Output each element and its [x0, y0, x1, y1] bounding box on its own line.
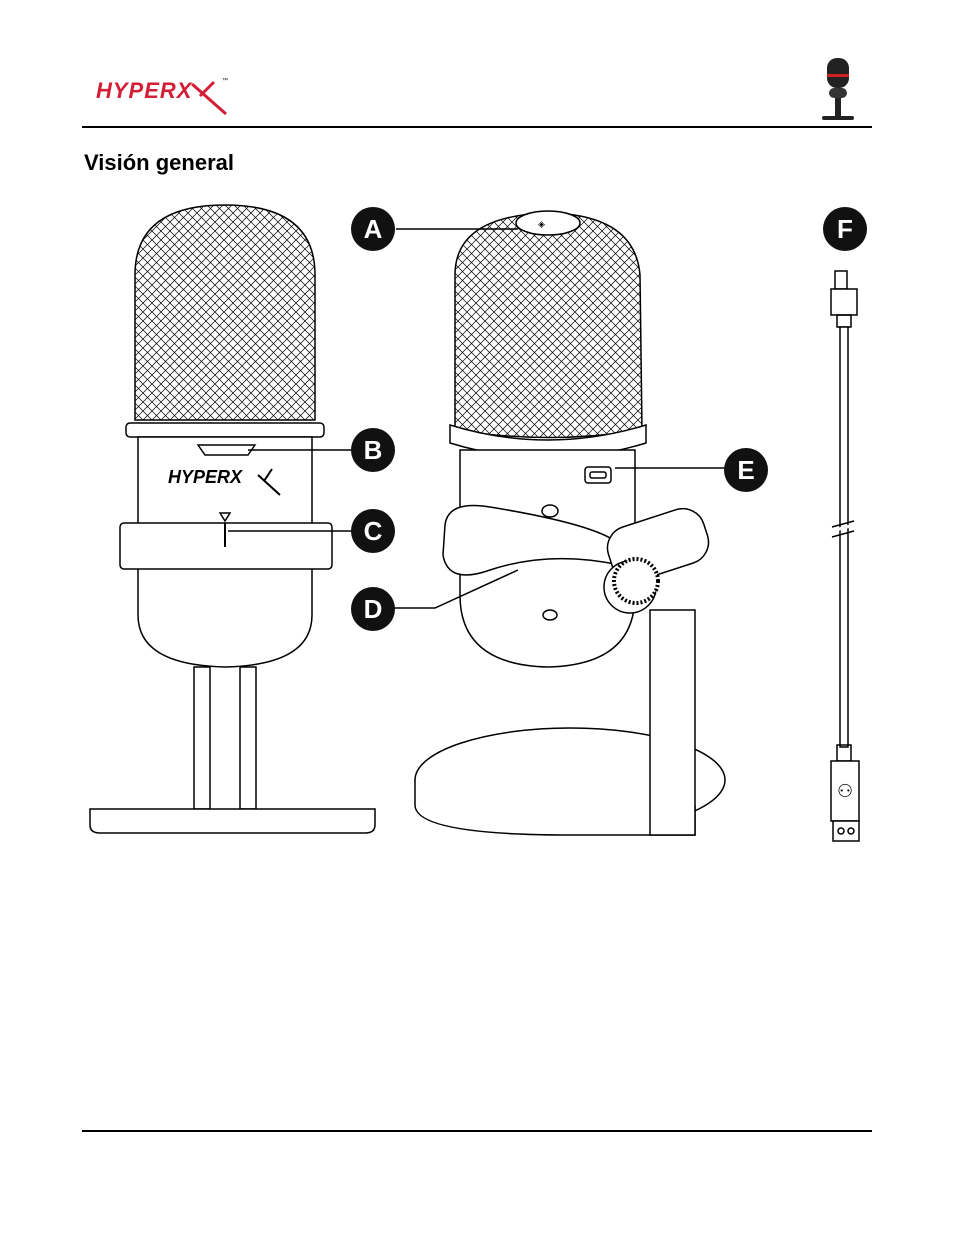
header-rule: [82, 126, 872, 128]
mic-logo-text: HYPERX: [168, 467, 243, 487]
product-diagram: HYPERX ◈: [80, 195, 880, 855]
logo-x-swoosh-icon: [96, 74, 236, 118]
microphone-thumbnail-icon: [816, 54, 860, 124]
page-title: Visión general: [84, 150, 234, 176]
callout-f: F: [823, 207, 867, 251]
logo-trademark: ™: [222, 78, 228, 84]
callout-c: C: [351, 509, 395, 553]
svg-text:⚇: ⚇: [837, 781, 853, 801]
callout-a: A: [351, 207, 395, 251]
mic-side-view: ◈: [415, 211, 725, 835]
mic-front-view: HYPERX: [90, 205, 375, 833]
svg-text:◈: ◈: [538, 219, 545, 229]
callout-b: B: [351, 428, 395, 472]
hyperx-logo: HYPERX ™: [96, 74, 236, 118]
footer-rule: [82, 1130, 872, 1132]
callout-e: E: [724, 448, 768, 492]
callout-d: D: [351, 587, 395, 631]
usb-cable: ⚇: [831, 271, 859, 841]
